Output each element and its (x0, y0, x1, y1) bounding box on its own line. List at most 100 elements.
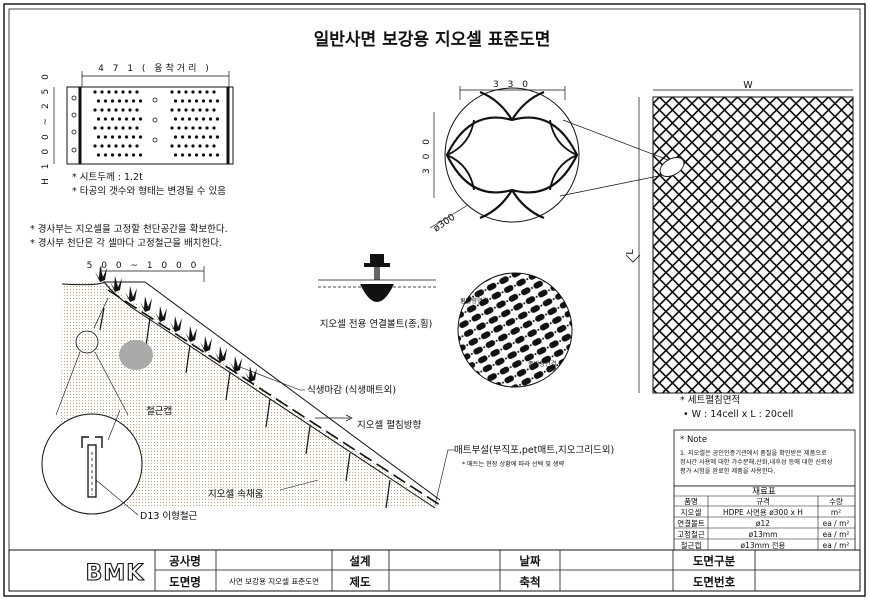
perforation-hole (135, 144, 139, 148)
perforation-hole (198, 126, 202, 130)
perforation-hole (201, 153, 206, 157)
joint-horizontal-label: 횡방향연결 (460, 297, 489, 305)
perforation-hole (114, 126, 118, 130)
fill-label: 지오셀 속채움 (208, 489, 264, 500)
perforation-hole (114, 144, 118, 148)
perforation-hole (138, 117, 143, 121)
table-cell: 연결볼트 (677, 518, 705, 528)
plant-mark (110, 276, 122, 292)
cell-height-dim: 3 0 0 (422, 136, 432, 174)
perforation-hole (180, 153, 185, 157)
fixing-pin (385, 479, 391, 509)
perforation-hole (212, 90, 216, 94)
table-cell: ea / m² (823, 519, 850, 528)
perforation-hole (201, 117, 206, 121)
perforation-hole (131, 135, 136, 139)
perforation-hole (205, 144, 209, 148)
table-cell: m² (831, 508, 841, 517)
sheet-height-dim: H 1 0 0 ~ 2 5 0 (41, 71, 51, 185)
rebar-pin-label: D13 이형철근 (140, 511, 198, 522)
perforation-hole (201, 135, 206, 139)
perforation-hole (100, 144, 104, 148)
perforation-hole (93, 126, 97, 130)
perforation-hole (107, 144, 111, 148)
mat-note: * 매트는 현장 상황에 따라 선택 및 생략 (462, 460, 565, 468)
perforation-hole (128, 144, 132, 148)
perforation-hole (173, 135, 178, 139)
fixing-pin (305, 425, 311, 455)
plant-mark (245, 366, 257, 382)
perforation-hole (180, 99, 185, 103)
perforation-hole (184, 126, 188, 130)
drawing-category-label: 도면구분 (693, 554, 736, 568)
perforation-hole (187, 153, 192, 157)
perforation-hole (121, 90, 125, 94)
perforation-hole (170, 144, 174, 148)
rebar-cap-label: 철근캡 (146, 405, 172, 417)
spread-direction-label: 지오셀 펼침방향 (357, 419, 421, 431)
title-block: BMK 공사명 도면명 사면 보강용 지오셀 표준도면 설계 제도 날짜 축척 … (8, 549, 861, 592)
plant-mark (170, 316, 182, 332)
perforation-hole (110, 117, 115, 121)
perforation-hole (205, 108, 209, 112)
perforation-hole (187, 117, 192, 121)
plant-mark (185, 326, 197, 342)
bolt-caption: 지오셀 전용 연결볼트(종,횡) (320, 318, 433, 330)
col-header-spec: 규격 (756, 496, 770, 506)
perforation-hole (93, 144, 97, 148)
drawing-name-value: 사면 보강용 지오셀 표준도면 (229, 576, 319, 586)
slope-note-2: * 경사부 천단은 각 셀마다 고정철근을 배치한다. (30, 237, 222, 249)
perforation-hole (173, 99, 178, 103)
note-heading: * Note (680, 435, 707, 445)
design-label: 설계 (349, 554, 370, 568)
plant-mark (125, 286, 137, 302)
perforation-hole (103, 117, 108, 121)
perforation-hole (93, 108, 97, 112)
perforation-hole (100, 90, 104, 94)
perforation-hole (131, 117, 136, 121)
col-header-name: 품명 (684, 496, 698, 506)
date-label: 날짜 (519, 554, 541, 568)
perforation-hole (187, 135, 192, 139)
perforation-hole (184, 144, 188, 148)
drawing-name-label: 도면명 (169, 575, 201, 589)
sheet-detail: 4 7 1 ( 융착거리 ) H 1 0 0 ~ 2 5 0 * 시트두께 : … (41, 63, 234, 197)
project-name-label: 공사명 (169, 554, 201, 568)
cell-diameter: ø300 (431, 212, 457, 235)
connection-bolt: 지오셀 전용 연결볼트(종,횡) (318, 254, 436, 330)
note-line-1: 1. 지오셀은 공인인증기관에서 품질을 확인받은 제품으로 (680, 449, 827, 457)
slope-section: 5 0 0 ~ 1 0 0 0 식생마감 (식생매트외) 지오셀 펼침방향 매트… (55, 261, 614, 509)
vegetation-label: 식생마감 (식생매트외) (307, 384, 396, 396)
perforation-hole (114, 90, 118, 94)
perforation-hole (124, 153, 129, 157)
perforation-hole (184, 108, 188, 112)
perforation-hole (110, 99, 115, 103)
table-cell: ø13mm 전용 (741, 540, 786, 550)
perforation-hole (201, 99, 206, 103)
perforation-hole (110, 135, 115, 139)
perforation-hole (198, 90, 202, 94)
perforation-hole (131, 153, 136, 157)
plant-mark (230, 356, 242, 372)
table-cell: ø12 (756, 519, 770, 528)
perforation-hole (177, 90, 181, 94)
scale-label: 축척 (519, 575, 540, 589)
perforation-hole (191, 108, 195, 112)
joint-detail: 횡방향연결 종방향연결 (457, 272, 573, 388)
perforation-hole (177, 108, 181, 112)
sheet-length-dim: 4 7 1 ( 융착거리 ) (98, 63, 212, 74)
table-cell: HDPE 사면용 ø300 x H (723, 507, 803, 517)
perforation-hole (96, 153, 101, 157)
set-caption: * 세트펼침면적 (680, 394, 740, 406)
company-logo: BMK (86, 561, 145, 586)
perforation-hole (173, 153, 178, 157)
sheet-note-1: * 시트두께 : 1.2t (72, 172, 143, 183)
perforation-hole (117, 99, 122, 103)
perforation-hole (191, 144, 195, 148)
perforation-hole (124, 99, 129, 103)
perforation-hole (212, 108, 216, 112)
perforation-hole (117, 117, 122, 121)
fixing-pin (185, 344, 191, 374)
plant-mark (215, 346, 227, 362)
